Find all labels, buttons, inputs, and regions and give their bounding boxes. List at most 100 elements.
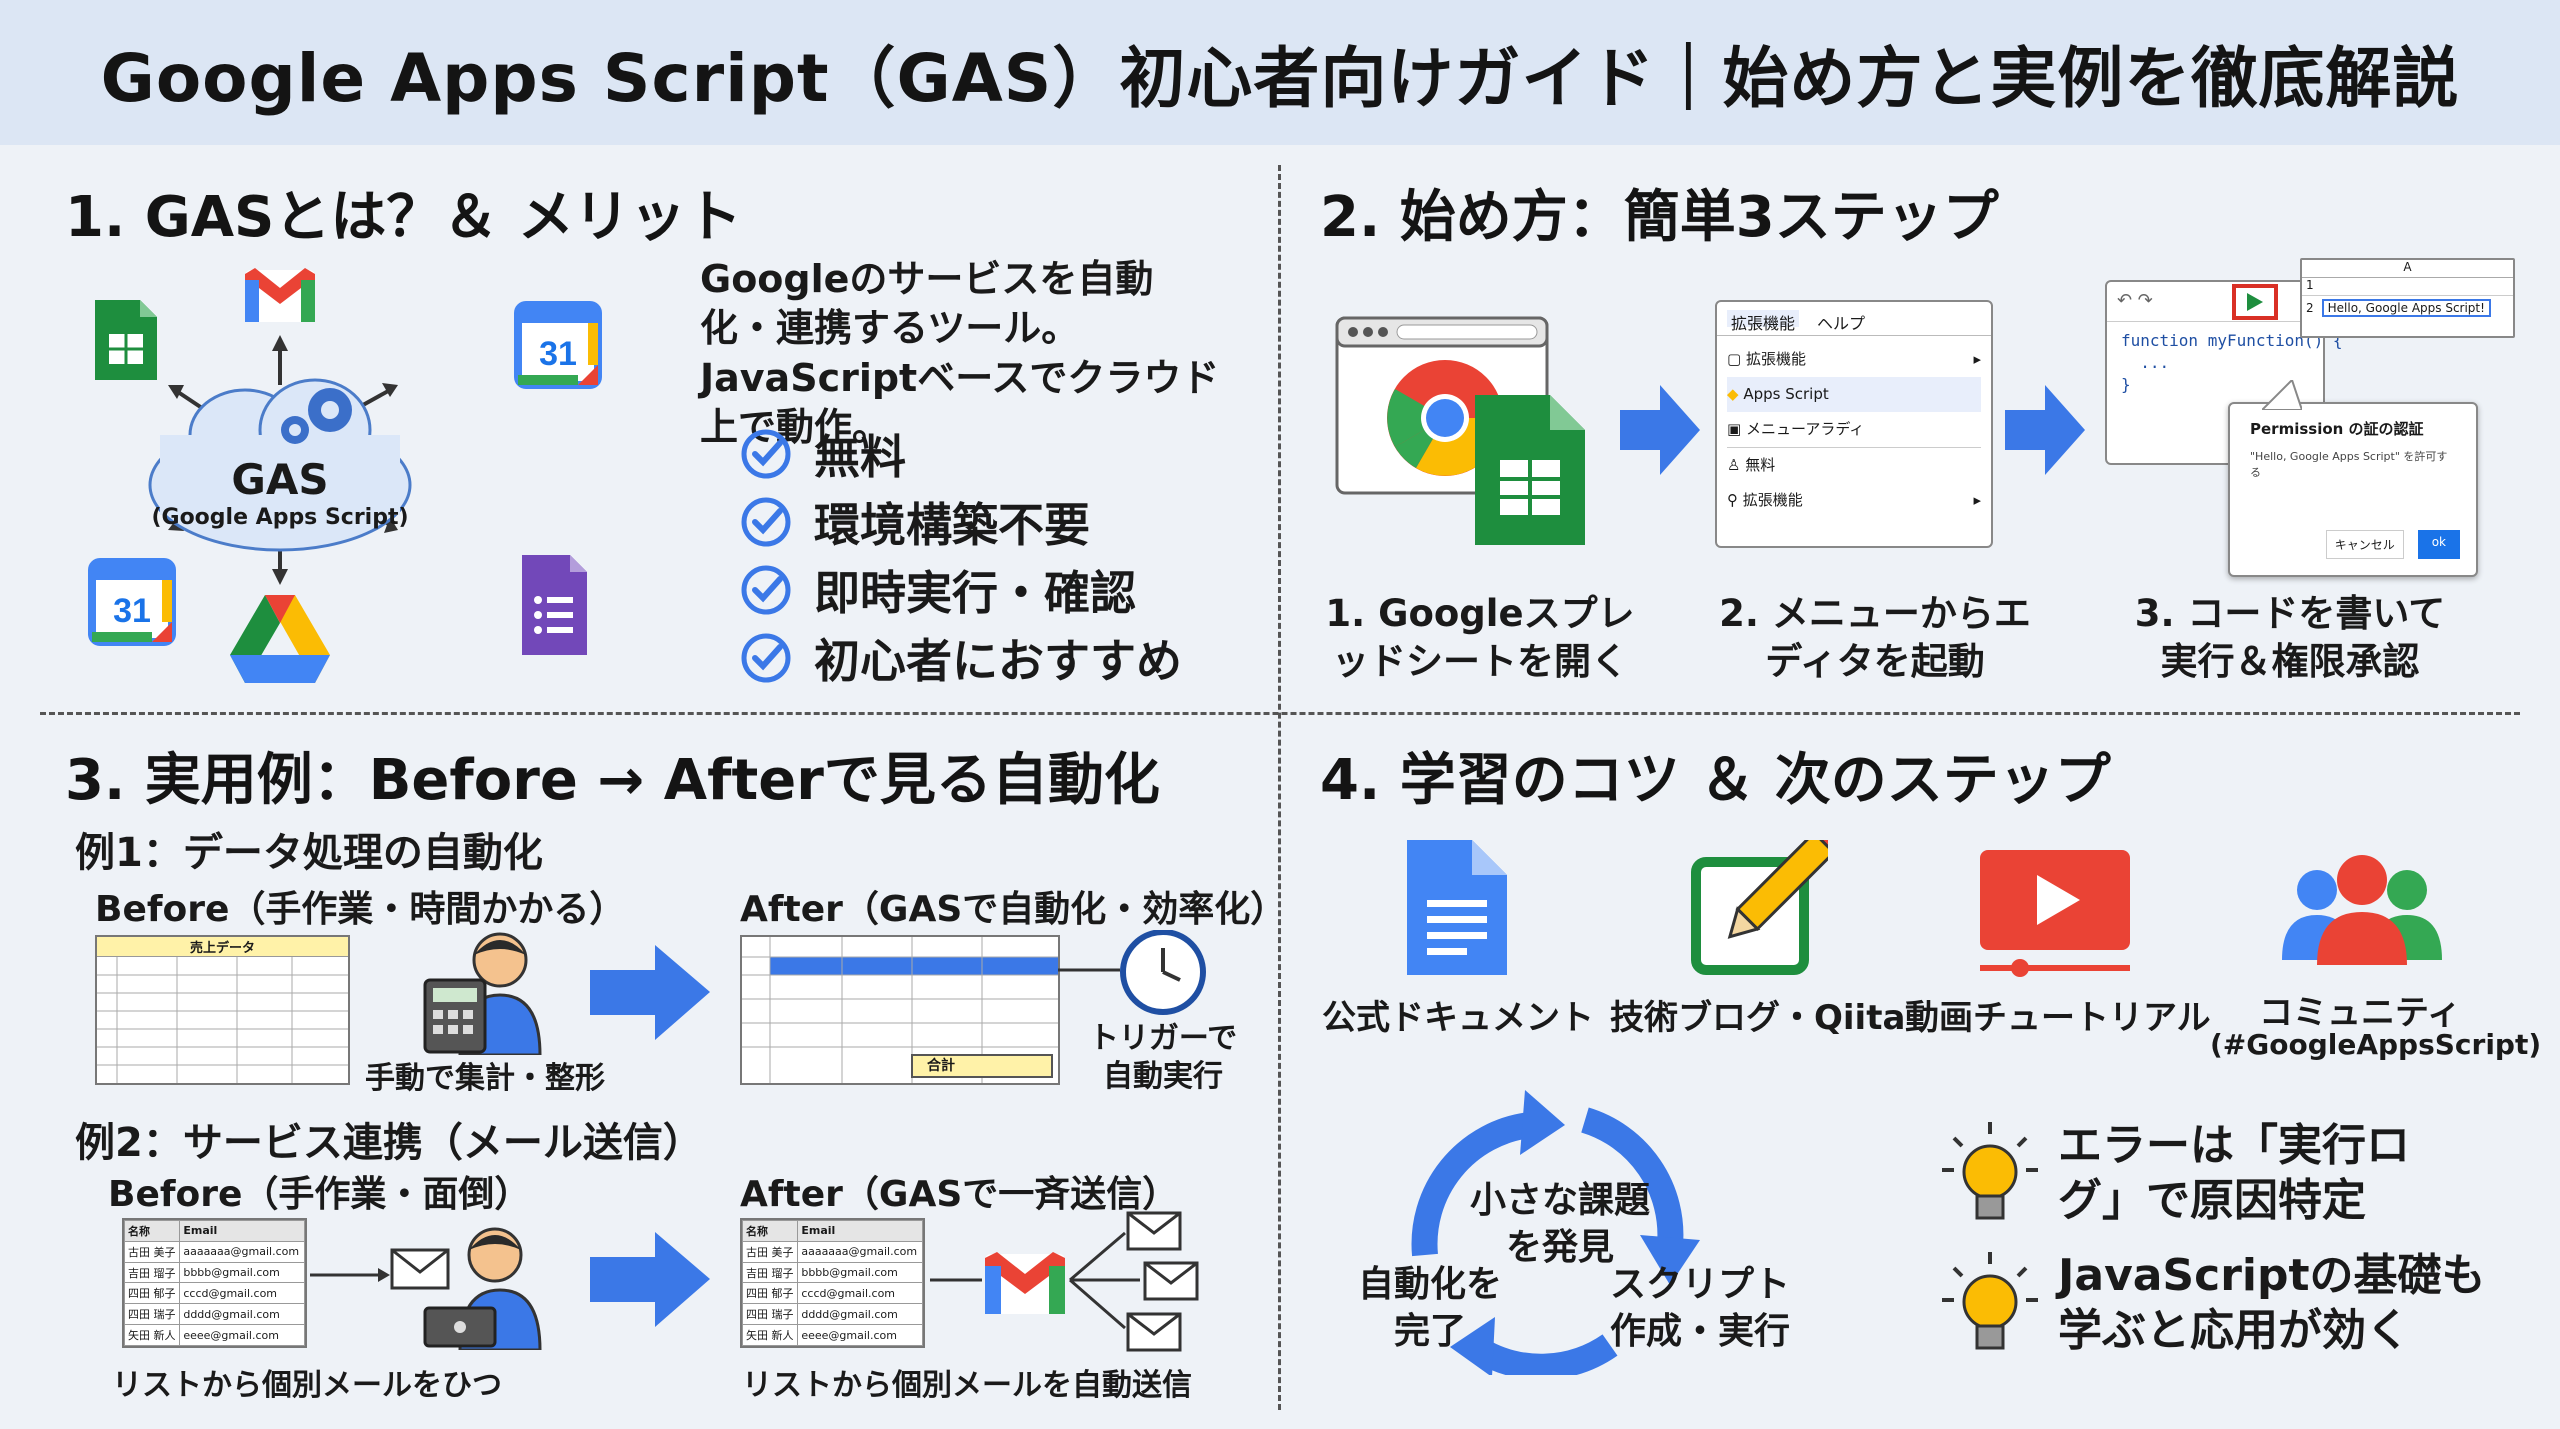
clock-icon	[1058, 930, 1206, 1015]
dialog-pointer	[2262, 380, 2302, 410]
cloud-icon	[148, 378, 412, 552]
cancel-button[interactable]: キャンセル	[2325, 530, 2404, 559]
sales-sheet-after: 合計	[740, 935, 1060, 1085]
step-2-label: 2. メニューからエディタを起動	[1719, 592, 2031, 684]
forms-icon	[522, 555, 587, 655]
gmail-icon	[245, 268, 315, 322]
section2-heading: 2. 始め方：簡単3ステップ	[1320, 185, 1999, 250]
sheets-icon	[1475, 395, 1585, 545]
extension-menu: 拡張機能 ヘルプ ▢ 拡張機能 ▸ ◆ Apps Script ▣ メニューアラ…	[1715, 300, 1993, 548]
video-play-icon	[1980, 850, 2130, 977]
step-arrow-icon	[2005, 385, 2085, 475]
sheets-icon	[95, 300, 157, 380]
gas-diagram: 31 31	[88, 268, 602, 683]
cell-value: Hello, Google Apps Script!	[2321, 299, 2491, 317]
gmail-broadcast-icon	[930, 1211, 1199, 1352]
check-icon	[741, 565, 791, 615]
pencil-note-icon	[1691, 840, 1828, 975]
check-icon	[741, 633, 791, 683]
lightbulb-icon	[1942, 1122, 2038, 1220]
community-hashtag: (#GoogleAppsScript)	[2210, 1028, 2542, 1061]
merit-item: 初心者におすすめ	[740, 624, 1182, 692]
example1-before: Before（手作業・時間かかる）	[95, 889, 626, 930]
tip-javascript: JavaScriptの基礎も学ぶと応用が効く	[2058, 1250, 2486, 1356]
merit-item: 即時実行・確認	[740, 556, 1182, 624]
merit-label: 無料	[814, 430, 906, 484]
example1-after: After（GASで自動化・効率化）	[740, 889, 1287, 930]
resource-docs-label: 公式ドキュメント	[1322, 998, 1594, 1038]
envelope-icon	[1126, 1211, 1199, 1352]
check-icon	[741, 497, 791, 547]
drive-icon	[230, 595, 330, 683]
svg-text:31: 31	[539, 335, 577, 373]
step-1-label: 1. Googleスプレッドシートを開く	[1325, 592, 1635, 684]
resource-video-label: 動画チュートリアル	[1905, 998, 2211, 1038]
gmail-icon	[985, 1252, 1065, 1314]
example2-before: Before（手作業・面倒）	[108, 1174, 531, 1215]
dialog-title: Permission の証の認証	[2250, 420, 2424, 438]
menu-item[interactable]: ▣ メニューアラディ	[1727, 420, 1865, 438]
before-after-arrow-icon	[590, 1232, 710, 1327]
person-laptop-icon	[310, 1227, 542, 1350]
play-icon	[2247, 293, 2263, 311]
step-3-label: 3. コードを書いて実行＆権限承認	[2134, 592, 2446, 684]
section1-heading: 1. GASとは？＆ メリット	[65, 185, 742, 250]
sheet-total-label: 合計	[927, 1058, 955, 1074]
sheet-grid	[97, 957, 348, 1083]
check-icon	[741, 429, 791, 479]
section4-heading: 4. 学習のコツ ＆ 次のステップ	[1320, 748, 2111, 813]
gas-description: Googleのサービスを自動化・連携するツール。JavaScriptベースでクラ…	[700, 257, 1220, 450]
cycle-step-discover: 小さな課題を発見	[1469, 1180, 1650, 1268]
calendar-icon: 31	[88, 558, 176, 646]
community-icon	[2282, 855, 2442, 965]
menu-item[interactable]: ♙ 無料	[1727, 447, 1981, 483]
sheet-preview: A 1 2 Hello, Google Apps Script!	[2300, 258, 2515, 338]
cycle-step-script: スクリプト作成・実行	[1609, 1264, 1790, 1352]
ok-button[interactable]: ok	[2417, 530, 2460, 559]
merit-item: 無料	[740, 420, 1182, 488]
sheet-grid	[742, 937, 1058, 1083]
merit-item: 環境構築不要	[740, 488, 1182, 556]
menu-item[interactable]: ⚲ 拡張機能 ▸	[1727, 491, 1981, 509]
tip-error-log: エラーは「実行ログ」で原因特定	[2058, 1120, 2410, 1226]
title-bar: Google Apps Script（GAS）初心者向けガイド｜始め方と実例を徹…	[0, 0, 2560, 145]
example1-after-caption: トリガーで自動実行	[1088, 1021, 1238, 1094]
menu-extensions[interactable]: 拡張機能	[1727, 310, 1800, 333]
example2-title: 例2：サービス連携（メール送信）	[75, 1120, 703, 1166]
cycle-step-complete: 自動化を完了	[1357, 1264, 1502, 1352]
example1-before-caption: 手動で集計・整形	[365, 1061, 605, 1096]
browser-sheets-illustration	[1335, 316, 1585, 545]
before-after-arrow-icon	[590, 945, 710, 1040]
resource-blog-label: 技術ブログ・Qiita	[1610, 998, 1906, 1038]
permission-dialog: Permission の証の認証 "Hello, Google Apps Scr…	[2228, 402, 2478, 577]
dialog-text: "Hello, Google Apps Script" を許可する	[2250, 450, 2448, 479]
example2-before-caption: リストから個別メールをひつ	[112, 1368, 502, 1403]
menu-item[interactable]: ▢ 拡張機能 ▸	[1727, 350, 1981, 368]
docs-icon	[1407, 840, 1507, 975]
example2-after: After（GASで一斉送信）	[740, 1174, 1179, 1215]
menu-item-apps-script[interactable]: ◆ Apps Script	[1727, 377, 1981, 412]
merit-label: 即時実行・確認	[814, 566, 1136, 620]
undo-icon[interactable]: ↶ ↷	[2117, 290, 2153, 311]
code-area[interactable]: function myFunction() { ...}	[2121, 331, 2343, 394]
merit-list: 無料 環境構築不要 即時実行・確認 初心者におすすめ	[740, 420, 1182, 692]
cycle-arrows-icon	[1411, 1090, 1700, 1375]
sales-sheet-before: 売上データ	[95, 935, 350, 1085]
person-calculator-icon	[423, 932, 542, 1055]
vertical-divider	[1278, 165, 1281, 1410]
merit-label: 環境構築不要	[814, 498, 1090, 552]
merit-label: 初心者におすすめ	[814, 634, 1182, 688]
sheet-title: 売上データ	[97, 937, 348, 957]
example2-after-caption: リストから個別メールを自動送信	[742, 1368, 1192, 1403]
example1-title: 例1：データ処理の自動化	[75, 830, 543, 876]
menu-help[interactable]: ヘルプ	[1817, 314, 1866, 333]
page-title: Google Apps Script（GAS）初心者向けガイド｜始め方と実例を徹…	[100, 39, 2460, 117]
step-arrow-icon	[1620, 385, 1700, 475]
run-button[interactable]	[2232, 284, 2278, 320]
cloud-title: GAS	[231, 455, 329, 504]
cloud-subtitle: (Google Apps Script)	[151, 505, 409, 530]
resource-community-label: コミュニティ	[2259, 993, 2461, 1033]
calendar-icon: 31	[514, 301, 602, 389]
